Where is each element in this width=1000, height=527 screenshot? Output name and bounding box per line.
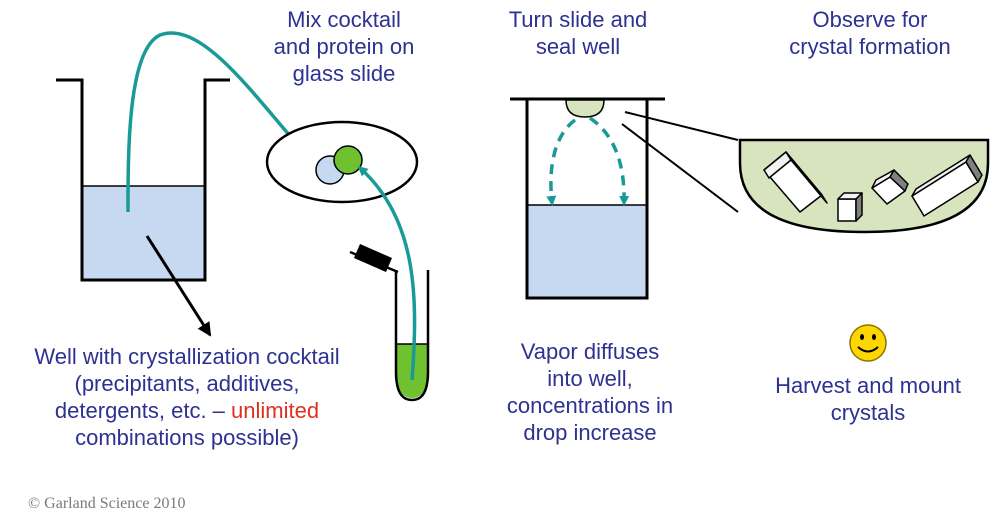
mix-label: Mix cocktail and protein on glass slide <box>273 7 415 86</box>
cocktail-well <box>56 78 230 282</box>
unlimited-highlight: unlimited <box>231 398 320 423</box>
cocktail-liquid <box>82 186 205 279</box>
harvest-label: Harvest and mount crystals <box>775 373 961 425</box>
magnified-drop <box>738 138 990 234</box>
observe-label: Observe for crystal formation <box>789 7 951 59</box>
protein-transfer-arrow <box>357 165 417 381</box>
vapor-label: Vapor diffuses into well, concentrations… <box>506 339 674 445</box>
crystal-prism-long <box>911 154 983 217</box>
sealed-well-walls <box>525 100 649 300</box>
zoom-line-bottom <box>621 123 739 213</box>
tube-outline <box>394 270 430 402</box>
cocktail-transfer-arrow <box>126 31 304 213</box>
copyright-notice: © Garland Science 2010 <box>28 495 186 512</box>
sealed-well <box>510 97 665 300</box>
zoom-line-top <box>624 111 739 141</box>
sealed-liquid <box>527 205 647 298</box>
protein-drop <box>333 145 363 175</box>
well-pointer-arrow <box>145 235 212 337</box>
hanging-drop <box>565 99 605 118</box>
vapor-arrow-right <box>588 116 630 206</box>
crystal-cube-small <box>837 192 863 222</box>
turn-label: Turn slide and seal well <box>508 7 648 59</box>
glass-slide <box>265 120 419 204</box>
crystal-prism-tall <box>763 151 828 213</box>
smiley-face-icon <box>849 324 887 362</box>
well-description-label: Well with crystallization cocktail (prec… <box>34 344 340 450</box>
crystal-cube-tilted <box>871 169 909 205</box>
tube-cap <box>354 244 392 272</box>
well-outline <box>56 78 230 282</box>
vapor-arrow-left <box>546 118 577 206</box>
